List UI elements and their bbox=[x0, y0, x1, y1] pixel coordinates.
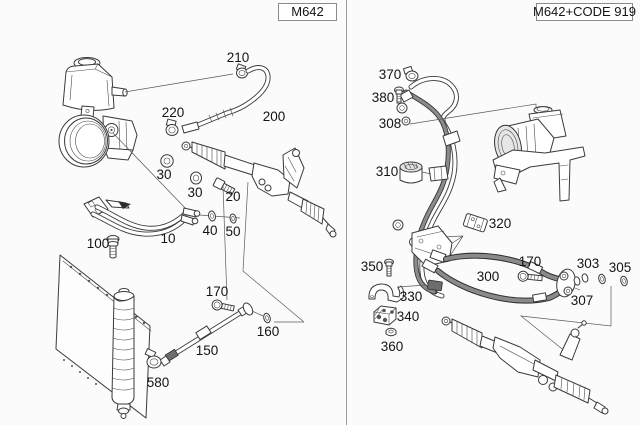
seal-ring-160-icon bbox=[263, 312, 271, 324]
left-panel-title-box: M642 bbox=[278, 3, 337, 21]
left-panel-title: M642 bbox=[291, 4, 324, 19]
part-label-40[interactable]: 40 bbox=[202, 223, 217, 238]
part-label-340[interactable]: 340 bbox=[397, 309, 420, 324]
seal-ring-30b-icon bbox=[190, 171, 202, 185]
hose-clamp-370-icon bbox=[402, 65, 419, 82]
bolt-100-icon bbox=[106, 235, 120, 259]
leader-reservoir-to-210 bbox=[124, 73, 234, 93]
part-label-307[interactable]: 307 bbox=[571, 293, 594, 308]
part-label-220[interactable]: 220 bbox=[162, 105, 185, 120]
part-label-300[interactable]: 300 bbox=[477, 269, 500, 284]
pipe-bracket-plate-drawing bbox=[411, 225, 453, 274]
part-label-170-left[interactable]: 170 bbox=[206, 284, 229, 299]
part-label-30b[interactable]: 30 bbox=[187, 185, 202, 200]
hose-assembly-10-drawing bbox=[83, 196, 201, 237]
part-label-150[interactable]: 150 bbox=[196, 343, 219, 358]
part-label-30a[interactable]: 30 bbox=[156, 167, 171, 182]
part-label-20[interactable]: 20 bbox=[225, 189, 240, 204]
part-label-50[interactable]: 50 bbox=[225, 224, 240, 239]
part-label-330[interactable]: 330 bbox=[400, 289, 423, 304]
rubber-block-340-icon bbox=[373, 305, 397, 326]
leader-bracket-to-rack bbox=[519, 286, 612, 353]
oil-pipe-150-drawing bbox=[159, 302, 264, 367]
part-label-200[interactable]: 200 bbox=[263, 109, 286, 124]
leader-310 bbox=[421, 171, 432, 175]
seal-rings-307-icon bbox=[573, 273, 589, 286]
right-panel-title: M642+CODE 919 bbox=[533, 4, 636, 19]
part-label-360[interactable]: 360 bbox=[381, 339, 404, 354]
direction-arrow-icon bbox=[118, 201, 131, 209]
part-label-170-right[interactable]: 170 bbox=[519, 254, 542, 269]
hose-flange-fitting-drawing bbox=[556, 268, 581, 298]
rubber-bushing-310-icon bbox=[399, 161, 423, 184]
seal-ring-40-icon bbox=[208, 210, 216, 222]
part-label-320[interactable]: 320 bbox=[489, 216, 512, 231]
part-label-580[interactable]: 580 bbox=[147, 375, 170, 390]
leader-v-line bbox=[242, 181, 305, 323]
nut-308-icon bbox=[401, 116, 411, 126]
part-label-310[interactable]: 310 bbox=[376, 164, 399, 179]
part-label-380[interactable]: 380 bbox=[372, 90, 395, 105]
leader-vertical bbox=[222, 185, 228, 301]
right-panel-labels: 370 380 308 310 320 350 330 340 360 300 … bbox=[361, 67, 632, 354]
seal-ring-30a-icon bbox=[160, 154, 174, 168]
nut-360-icon bbox=[385, 327, 397, 337]
pump-bracket-assembly-drawing bbox=[492, 106, 586, 202]
part-label-303[interactable]: 303 bbox=[577, 256, 600, 271]
right-panel-title-box: M642+CODE 919 bbox=[533, 3, 636, 21]
part-label-350[interactable]: 350 bbox=[361, 259, 384, 274]
banjo-bolt-20-icon bbox=[212, 177, 236, 196]
clamp-320-icon bbox=[462, 213, 488, 233]
hose-clamp-220-icon bbox=[165, 118, 179, 136]
bolt-170-right-icon bbox=[517, 270, 543, 282]
left-panel-labels: 210 200 220 30 30 20 100 10 40 50 170 16… bbox=[87, 50, 286, 390]
pump-reservoir-drawing bbox=[58, 57, 138, 168]
part-label-308[interactable]: 308 bbox=[379, 116, 402, 131]
part-label-305[interactable]: 305 bbox=[609, 260, 632, 275]
leader-pump-to-hose10 bbox=[112, 132, 188, 211]
hose-clamp-580-icon bbox=[144, 348, 162, 369]
bolt-350-icon bbox=[384, 258, 394, 277]
seal-ring-303-icon bbox=[598, 273, 606, 285]
pressure-hoses-300-drawing bbox=[435, 252, 563, 304]
return-hose-200-drawing bbox=[181, 65, 271, 134]
part-label-370[interactable]: 370 bbox=[379, 67, 402, 82]
leader-330-to-pipe bbox=[396, 284, 428, 288]
bolt-380-icon bbox=[394, 86, 404, 104]
steering-rack-left-drawing bbox=[181, 141, 337, 238]
seal-ring-305-icon bbox=[620, 275, 628, 287]
part-label-210[interactable]: 210 bbox=[227, 50, 250, 65]
part-label-10[interactable]: 10 bbox=[160, 231, 175, 246]
part-label-160[interactable]: 160 bbox=[257, 324, 280, 339]
radiator-drawing bbox=[55, 254, 152, 419]
part-label-100[interactable]: 100 bbox=[87, 236, 110, 251]
steering-rack-right-drawing bbox=[441, 316, 609, 415]
bolt-170-left-icon bbox=[211, 299, 235, 312]
saddle-clamp-330-icon bbox=[368, 283, 405, 303]
seal-ring-50-icon bbox=[229, 213, 237, 224]
